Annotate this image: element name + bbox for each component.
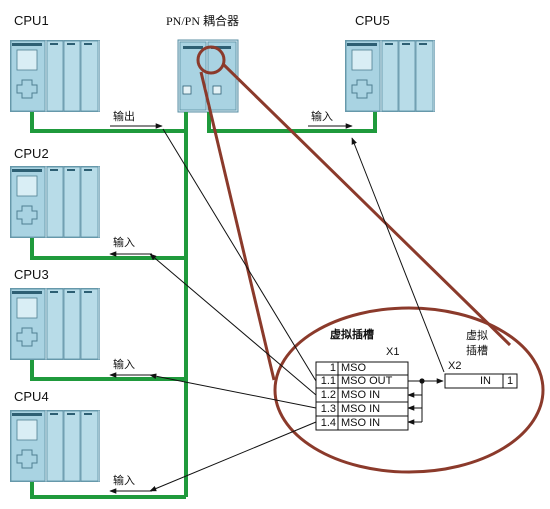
x1-row-name: MSO IN: [341, 389, 381, 401]
x1-row-num: 1.1: [320, 375, 336, 387]
leader-cpu4: [149, 421, 317, 492]
junction-dot: [419, 378, 425, 384]
cpu2-device: [10, 166, 100, 238]
x2-label: X2: [448, 360, 462, 372]
cpu2-label: CPU2: [14, 146, 49, 161]
x1-x2-links: [407, 378, 444, 425]
leader-output: [162, 128, 317, 382]
cpu3-label: CPU3: [14, 267, 49, 282]
virtual-slot2-line1: 虚拟: [466, 330, 488, 342]
cpu3-device: [10, 288, 100, 360]
coupler-label: PN/PN 耦合器: [166, 14, 240, 28]
cpu4-input-label: 输入: [113, 475, 135, 487]
cpu1-device: [10, 40, 100, 112]
virtual-slot-label: 虚拟插槽: [330, 329, 374, 341]
x2-table: [444, 373, 518, 389]
x1-row-name: MSO IN: [341, 417, 381, 429]
signal-arrows: [109, 123, 445, 494]
cpu5-label: CPU5: [355, 13, 390, 28]
cpu5-device: [345, 40, 435, 112]
virtual-slot2-line2: 插槽: [466, 345, 488, 357]
x1-row-name: MSO OUT: [341, 375, 393, 387]
leader-cpu2: [149, 253, 317, 396]
output-label: 输出: [113, 111, 135, 123]
x1-row-num: 1: [329, 362, 336, 374]
x1-row-num: 1.3: [320, 403, 336, 415]
pn-pn-coupler-device: [177, 39, 239, 113]
x2-row-num: 1: [507, 375, 514, 387]
x1-row-num: 1.2: [320, 389, 336, 401]
profinet-network: [30, 112, 377, 499]
x2-row-name: IN: [480, 375, 491, 387]
x1-row-num: 1.4: [320, 417, 336, 429]
leader-cpu3: [149, 373, 317, 409]
cpu4-label: CPU4: [14, 389, 49, 404]
leader-cpu5: [351, 137, 445, 373]
x1-label: X1: [386, 346, 400, 358]
cpu4-device: [10, 410, 100, 482]
zoom-indicator: [196, 45, 545, 474]
cpu3-input-label: 输入: [113, 359, 135, 371]
x1-table: [315, 361, 409, 431]
cpu2-input-label: 输入: [113, 237, 135, 249]
cpu5-input-label: 输入: [311, 111, 333, 123]
x1-row-name: MSO: [341, 362, 367, 374]
x1-row-name: MSO IN: [341, 403, 381, 415]
cpu1-label: CPU1: [14, 13, 49, 28]
